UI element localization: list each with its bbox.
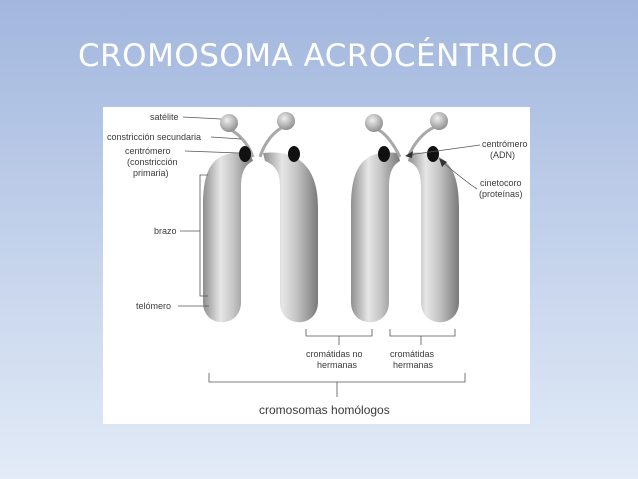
chromosome-diagram: satélite constricción secundaria centróm… xyxy=(103,107,530,424)
left-satellite-stalk xyxy=(228,125,284,158)
right-satellite-1 xyxy=(365,114,383,132)
bracket-brazo xyxy=(199,174,208,297)
slide-title: CROMOSOMA ACROCÉNTRICO xyxy=(78,38,558,74)
bracket-cromatidas-no xyxy=(305,329,373,345)
left-labels: satélite constricción secundaria centróm… xyxy=(107,112,242,311)
label-brazo: brazo xyxy=(154,226,177,236)
right-chromosome xyxy=(351,112,459,323)
left-chromatid-arm-1 xyxy=(203,152,253,323)
left-chromosome xyxy=(203,112,318,323)
label-cromatidas: cromátidas xyxy=(390,349,435,359)
left-satellite-2 xyxy=(277,112,295,130)
left-satellite-1 xyxy=(220,114,238,132)
label-homologos: cromosomas homólogos xyxy=(259,403,390,417)
leader-constriccion xyxy=(210,136,242,140)
right-chromatid-arm-2 xyxy=(408,152,459,323)
label-centromero-right-2: (ADN) xyxy=(490,150,515,160)
bracket-cromatidas xyxy=(389,329,456,345)
label-cromatidas-2: hermanas xyxy=(393,360,434,370)
right-kinetochore-2 xyxy=(427,146,439,162)
arrowhead-cinetocoro xyxy=(439,158,447,167)
leader-centromero-left xyxy=(184,150,240,154)
bracket-homologos xyxy=(208,373,466,397)
label-centromero-left-3: primaria) xyxy=(133,168,169,178)
label-cinetocoro-2: (proteínas) xyxy=(479,189,523,199)
left-kinetochore-2 xyxy=(288,146,300,162)
label-telomero: telómero xyxy=(136,301,171,311)
left-chromatid-arm-2 xyxy=(263,152,318,323)
arrowhead-centromero xyxy=(405,151,413,158)
right-satellite-2 xyxy=(430,112,448,130)
leader-satelite xyxy=(182,116,222,120)
bottom-labels: cromátidas no hermanas cromátidas herman… xyxy=(208,329,466,417)
leader-centromero-right xyxy=(407,144,481,156)
label-cromatidas-no-2: hermanas xyxy=(317,360,358,370)
label-cromatidas-no: cromátidas no xyxy=(306,349,363,359)
right-kinetochore-1 xyxy=(378,146,390,162)
right-chromatid-arm-1 xyxy=(351,152,400,323)
label-satelite: satélite xyxy=(150,112,179,122)
label-constriccion-secundaria: constricción secundaria xyxy=(107,132,201,142)
label-cinetocoro: cinetocoro xyxy=(480,178,522,188)
left-kinetochore-1 xyxy=(239,146,251,162)
label-centromero-right: centrómero xyxy=(482,139,528,149)
label-centromero-left: centrómero xyxy=(125,146,171,156)
diagram-svg: satélite constricción secundaria centróm… xyxy=(107,112,528,417)
right-labels: centrómero (ADN) cinetocoro (proteínas) xyxy=(405,139,528,199)
label-centromero-left-2: (constricción xyxy=(127,157,178,167)
